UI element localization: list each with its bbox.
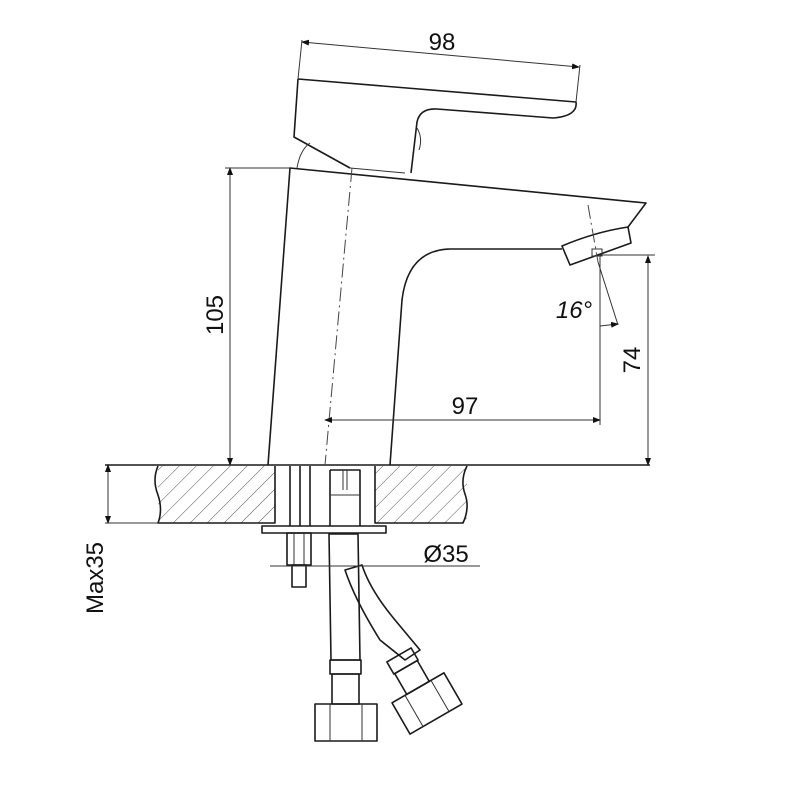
- mounting-hardware: [261, 466, 387, 588]
- lever-handle: [293, 78, 577, 174]
- dim-hole-diameter: Ø35: [423, 541, 468, 568]
- flexible-hoses: [314, 533, 463, 742]
- dimension-lines: [105, 39, 655, 567]
- faucet-body: [267, 167, 647, 466]
- dim-spout-height: 74: [619, 347, 646, 374]
- aerator: [561, 226, 632, 266]
- dim-max-thickness: Max35: [82, 542, 109, 614]
- dim-spout-angle: 16°: [556, 297, 593, 324]
- right-fitting: [386, 647, 463, 735]
- left-nut: [314, 703, 378, 742]
- dim-handle-length: 98: [429, 29, 456, 56]
- dim-spout-reach: 97: [452, 393, 479, 420]
- dim-body-height: 105: [202, 295, 229, 335]
- countertop: [105, 464, 650, 524]
